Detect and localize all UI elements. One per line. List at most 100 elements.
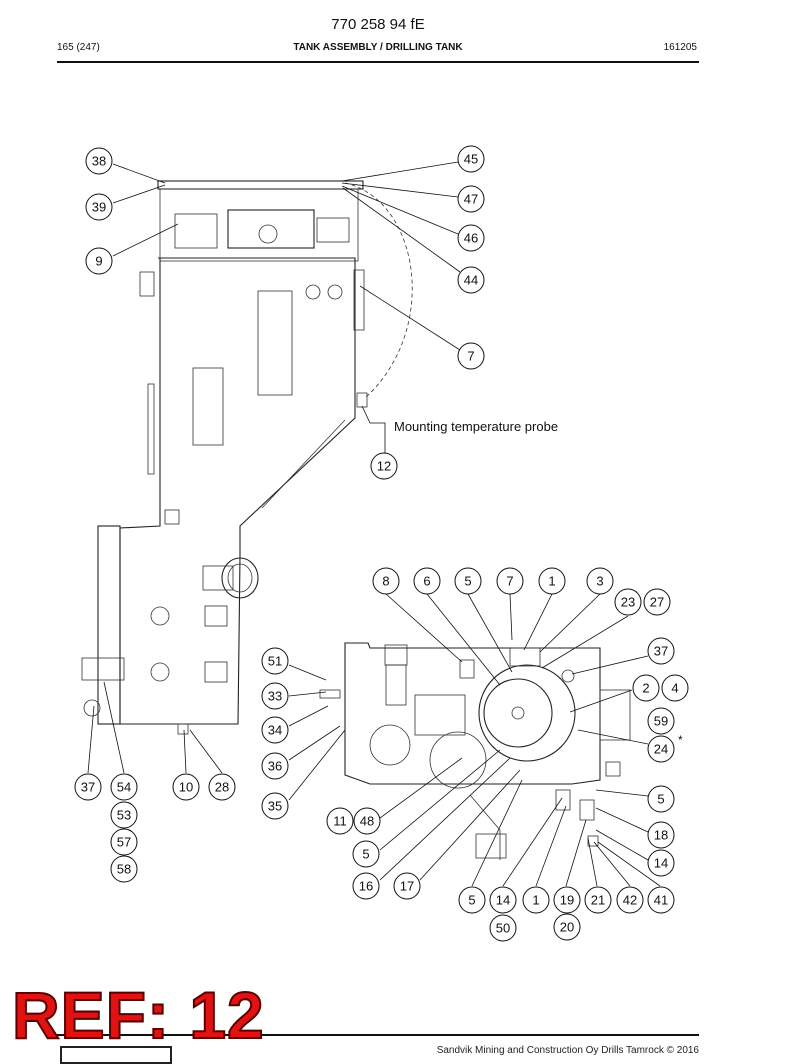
callout-label: 2: [642, 681, 649, 696]
callout-34: 34: [261, 716, 289, 744]
callout-5: 5: [458, 886, 486, 914]
asterisk-mark: *: [678, 733, 683, 747]
callout-label: 47: [464, 192, 478, 207]
callout-53: 53: [110, 801, 138, 829]
callout-35: 35: [261, 792, 289, 820]
callout-label: 41: [654, 893, 668, 908]
section-title: TANK ASSEMBLY / DRILLING TANK: [293, 42, 463, 53]
callout-51: 51: [261, 647, 289, 675]
callout-45: 45: [457, 145, 485, 173]
callout-4: 4: [661, 674, 689, 702]
callout-9: 9: [85, 247, 113, 275]
callout-47: 47: [457, 185, 485, 213]
callout-33: 33: [261, 682, 289, 710]
callout-bubble: [632, 674, 660, 702]
callout-label: 50: [496, 921, 510, 936]
callout-label: 57: [117, 835, 131, 850]
callout-39: 39: [85, 193, 113, 221]
callout-bubble: [261, 792, 289, 820]
callout-54: 54: [110, 773, 138, 801]
callout-label: 16: [359, 879, 373, 894]
callout-bubble: [647, 821, 675, 849]
callout-label: 6: [423, 574, 430, 589]
callout-label: 39: [92, 200, 106, 215]
callout-1: 1: [538, 567, 566, 595]
callout-6: 6: [413, 567, 441, 595]
callout-bubble: [457, 342, 485, 370]
callout-10: 10: [172, 773, 200, 801]
callout-bubble: [643, 588, 671, 616]
callout-bubble: [661, 674, 689, 702]
callout-label: 34: [268, 723, 282, 738]
callout-bubble: [208, 773, 236, 801]
callout-59: 59: [647, 707, 675, 735]
callout-bubble: [85, 193, 113, 221]
callout-bubble: [647, 735, 675, 763]
callout-label: 3: [596, 574, 603, 589]
callout-label: 38: [92, 154, 106, 169]
callout-bubble: [647, 707, 675, 735]
callout-bubble: [261, 682, 289, 710]
callout-46: 46: [457, 224, 485, 252]
callout-bubble: [110, 855, 138, 883]
callout-44: 44: [457, 266, 485, 294]
callout-label: 48: [360, 814, 374, 829]
callout-5: 5: [352, 840, 380, 868]
callout-bubble: [370, 452, 398, 480]
callout-label: 37: [654, 644, 668, 659]
tank-body: [81, 180, 413, 735]
callout-bubble: [647, 637, 675, 665]
callout-24: 24: [647, 735, 675, 763]
callout-bubble: [85, 247, 113, 275]
callout-label: 5: [362, 847, 369, 862]
callout-37: 37: [74, 773, 102, 801]
callout-bubble: [522, 886, 550, 914]
callout-label: 42: [623, 893, 637, 908]
callout-1: 1: [522, 886, 550, 914]
callout-label: 19: [560, 893, 574, 908]
callout-label: 14: [496, 893, 510, 908]
callout-label: 7: [467, 349, 474, 364]
callout-label: 12: [377, 459, 391, 474]
callout-bubble: [261, 752, 289, 780]
callout-label: 51: [268, 654, 282, 669]
callout-bubble: [586, 567, 614, 595]
callout-bubble: [616, 886, 644, 914]
callout-5: 5: [454, 567, 482, 595]
callout-2: 2: [632, 674, 660, 702]
callout-bubble: [489, 914, 517, 942]
callout-5: 5: [647, 785, 675, 813]
callout-label: 28: [215, 780, 229, 795]
callout-bubble: [110, 828, 138, 856]
callout-20: 20: [553, 913, 581, 941]
header-rule: [57, 61, 699, 63]
callout-bubble: [647, 849, 675, 877]
callout-label: 1: [548, 574, 555, 589]
callout-8: 8: [372, 567, 400, 595]
leader-lines: [87, 161, 661, 887]
callout-38: 38: [85, 147, 113, 175]
callout-7: 7: [457, 342, 485, 370]
callout-label: 5: [468, 893, 475, 908]
callout-bubble: [261, 647, 289, 675]
page-number: 165 (247): [57, 42, 100, 53]
callout-58: 58: [110, 855, 138, 883]
callout-bubble: [85, 147, 113, 175]
callout-bubble: [353, 807, 381, 835]
callout-bubble: [261, 716, 289, 744]
probe-note: Mounting temperature probe: [394, 419, 558, 434]
callout-label: 14: [654, 856, 668, 871]
callout-bubble: [458, 886, 486, 914]
callout-3: 3: [586, 567, 614, 595]
callout-21: 21: [584, 886, 612, 914]
ref-stamp: REF: 12: [11, 978, 265, 1052]
callout-label: 5: [657, 792, 664, 807]
callout-bubble: [352, 840, 380, 868]
callout-label: 36: [268, 759, 282, 774]
callout-label: 27: [650, 595, 664, 610]
callout-37: 37: [647, 637, 675, 665]
document-number: 770 258 94 fE: [331, 16, 425, 33]
callout-bubble: [538, 567, 566, 595]
